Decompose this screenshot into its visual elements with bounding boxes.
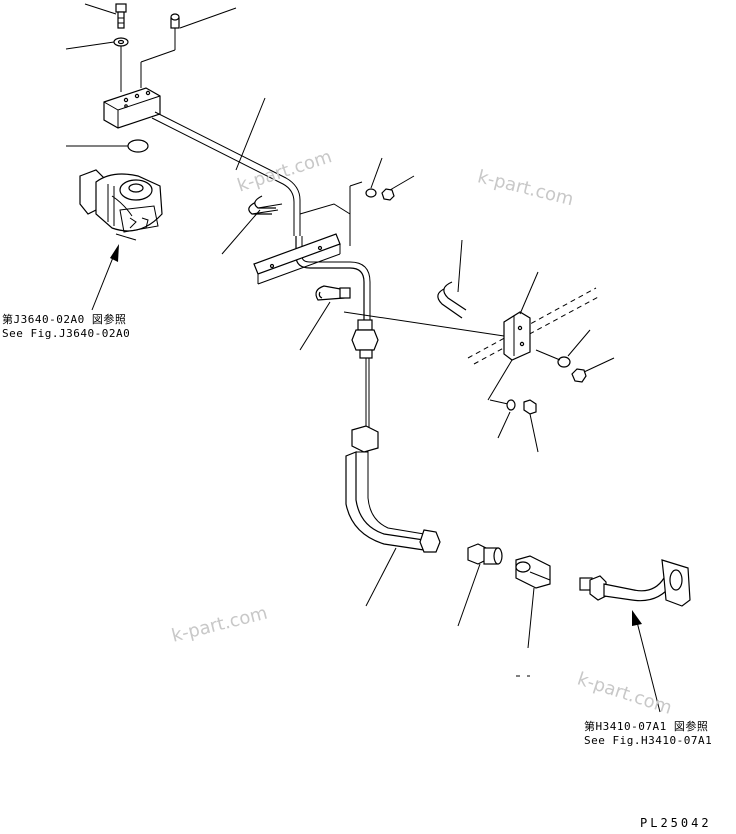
mounting-block: [103, 87, 161, 129]
swivel-joint: [79, 169, 163, 241]
washer: [557, 356, 571, 368]
washer: [113, 37, 129, 47]
reference-right: 第H3410-07A1 図参照 See Fig.H3410-07A1: [584, 720, 712, 748]
hose-fitting-upper: [351, 319, 379, 359]
center-line: [343, 311, 505, 337]
reference-right-en: See Fig.H3410-07A1: [584, 734, 713, 747]
bolt: [115, 3, 127, 29]
reference-right-jp: 第H3410-07A1 図参照: [584, 720, 709, 733]
seal-ring: [127, 139, 149, 153]
nut: [571, 368, 587, 383]
elbow-fitting: [315, 285, 351, 301]
reference-left-en: See Fig.J3640-02A0: [2, 327, 131, 340]
pipe-right: [579, 559, 691, 607]
arrow-up: [91, 244, 119, 311]
coupling: [515, 555, 551, 589]
nut: [523, 399, 537, 415]
washer: [365, 188, 377, 198]
reference-left-jp: 第J3640-02A0 図参照: [2, 313, 127, 326]
rod-dashed: [467, 287, 601, 365]
hydraulic-hose: [345, 425, 441, 553]
plate-number: PL25042: [640, 816, 712, 830]
u-bolt: [248, 195, 283, 215]
grease-pipe: [151, 111, 371, 330]
grease-fitting: [170, 13, 180, 50]
clamp-bracket: [503, 311, 531, 361]
bracket-channel: [253, 181, 363, 285]
nut: [381, 188, 395, 201]
u-bolt: [437, 281, 467, 319]
reference-left: 第J3640-02A0 図参照 See Fig.J3640-02A0: [2, 313, 130, 341]
arrow-down: [632, 610, 661, 713]
adapter: [467, 543, 503, 565]
washer: [506, 399, 516, 411]
